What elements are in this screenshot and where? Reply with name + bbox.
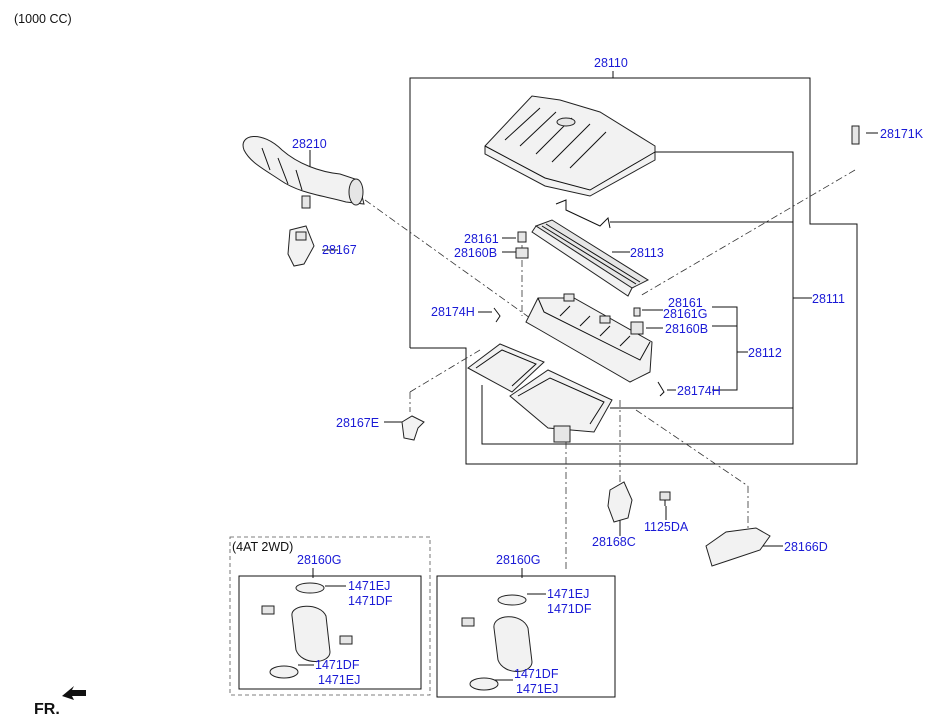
part-label-28110: 28110 [594,56,628,70]
right-throttle-assembly [461,594,533,691]
part-label-1471EJ-right-top: 1471EJ [547,587,589,601]
part-label-1471DF-right-bottom: 1471DF [514,667,559,681]
variant-4at-2wd-box [229,536,431,696]
part-label-28171K: 28171K [880,127,924,141]
part-label-28160B-b: 28160B [665,322,708,336]
lower-case [509,369,613,443]
front-indicator: FR. [34,701,60,718]
part-label-1471DF-left-bottom: 1471DF [315,658,360,672]
part-label-28112: 28112 [748,346,782,360]
bracket-28167E [401,415,425,441]
small-parts [493,125,860,397]
bracket-28167 [287,225,315,267]
part-label-28210: 28210 [292,137,327,151]
part-label-28160G-left: 28160G [297,553,341,567]
variant-box-label: (4AT 2WD) [232,540,293,554]
part-label-1471DF-left-top: 1471DF [348,594,393,608]
air-cleaner-body [525,293,653,383]
part-label-1471EJ-left-top: 1471EJ [348,579,390,593]
part-label-28167: 28167 [322,243,357,257]
left-throttle-assembly [261,582,353,679]
part-label-28111: 28111 [812,292,845,306]
intake-hose [242,136,365,209]
part-label-28160G-right: 28160G [496,553,540,567]
part-label-28168C: 28168C [592,535,636,549]
engine-label: (1000 CC) [14,12,72,26]
right-group-box [436,575,616,698]
bracket-28166D [705,527,771,567]
part-label-28167E: 28167E [336,416,379,430]
resonator-tray [467,343,545,393]
part-label-28166D: 28166D [784,540,828,554]
part-label-28161G: 28161G [663,307,707,321]
air-cleaner-cover [484,95,656,197]
part-label-1471EJ-right-bottom: 1471EJ [516,682,558,696]
part-label-1125DA: 1125DA [644,520,689,534]
part-label-1471DF-right-top: 1471DF [547,602,592,616]
part-labels: 28110 28171K 28210 28167 28161 28160B 28… [232,56,924,696]
part-label-28161-a: 28161 [464,232,499,246]
left-group-box [238,575,422,690]
air-filter-element [531,219,650,297]
part-label-28174H-a: 28174H [431,305,475,319]
leader-lines [298,71,878,681]
part-label-28160B-a: 28160B [454,246,497,260]
bracket-28168C [607,481,671,523]
filter-clip [555,199,611,229]
front-arrow-icon [62,686,86,700]
part-label-1471EJ-left-bottom: 1471EJ [318,673,360,687]
part-label-28161-b: 28161 [668,296,703,310]
part-label-28174H-b: 28174H [677,384,721,398]
part-label-28113: 28113 [630,246,664,260]
